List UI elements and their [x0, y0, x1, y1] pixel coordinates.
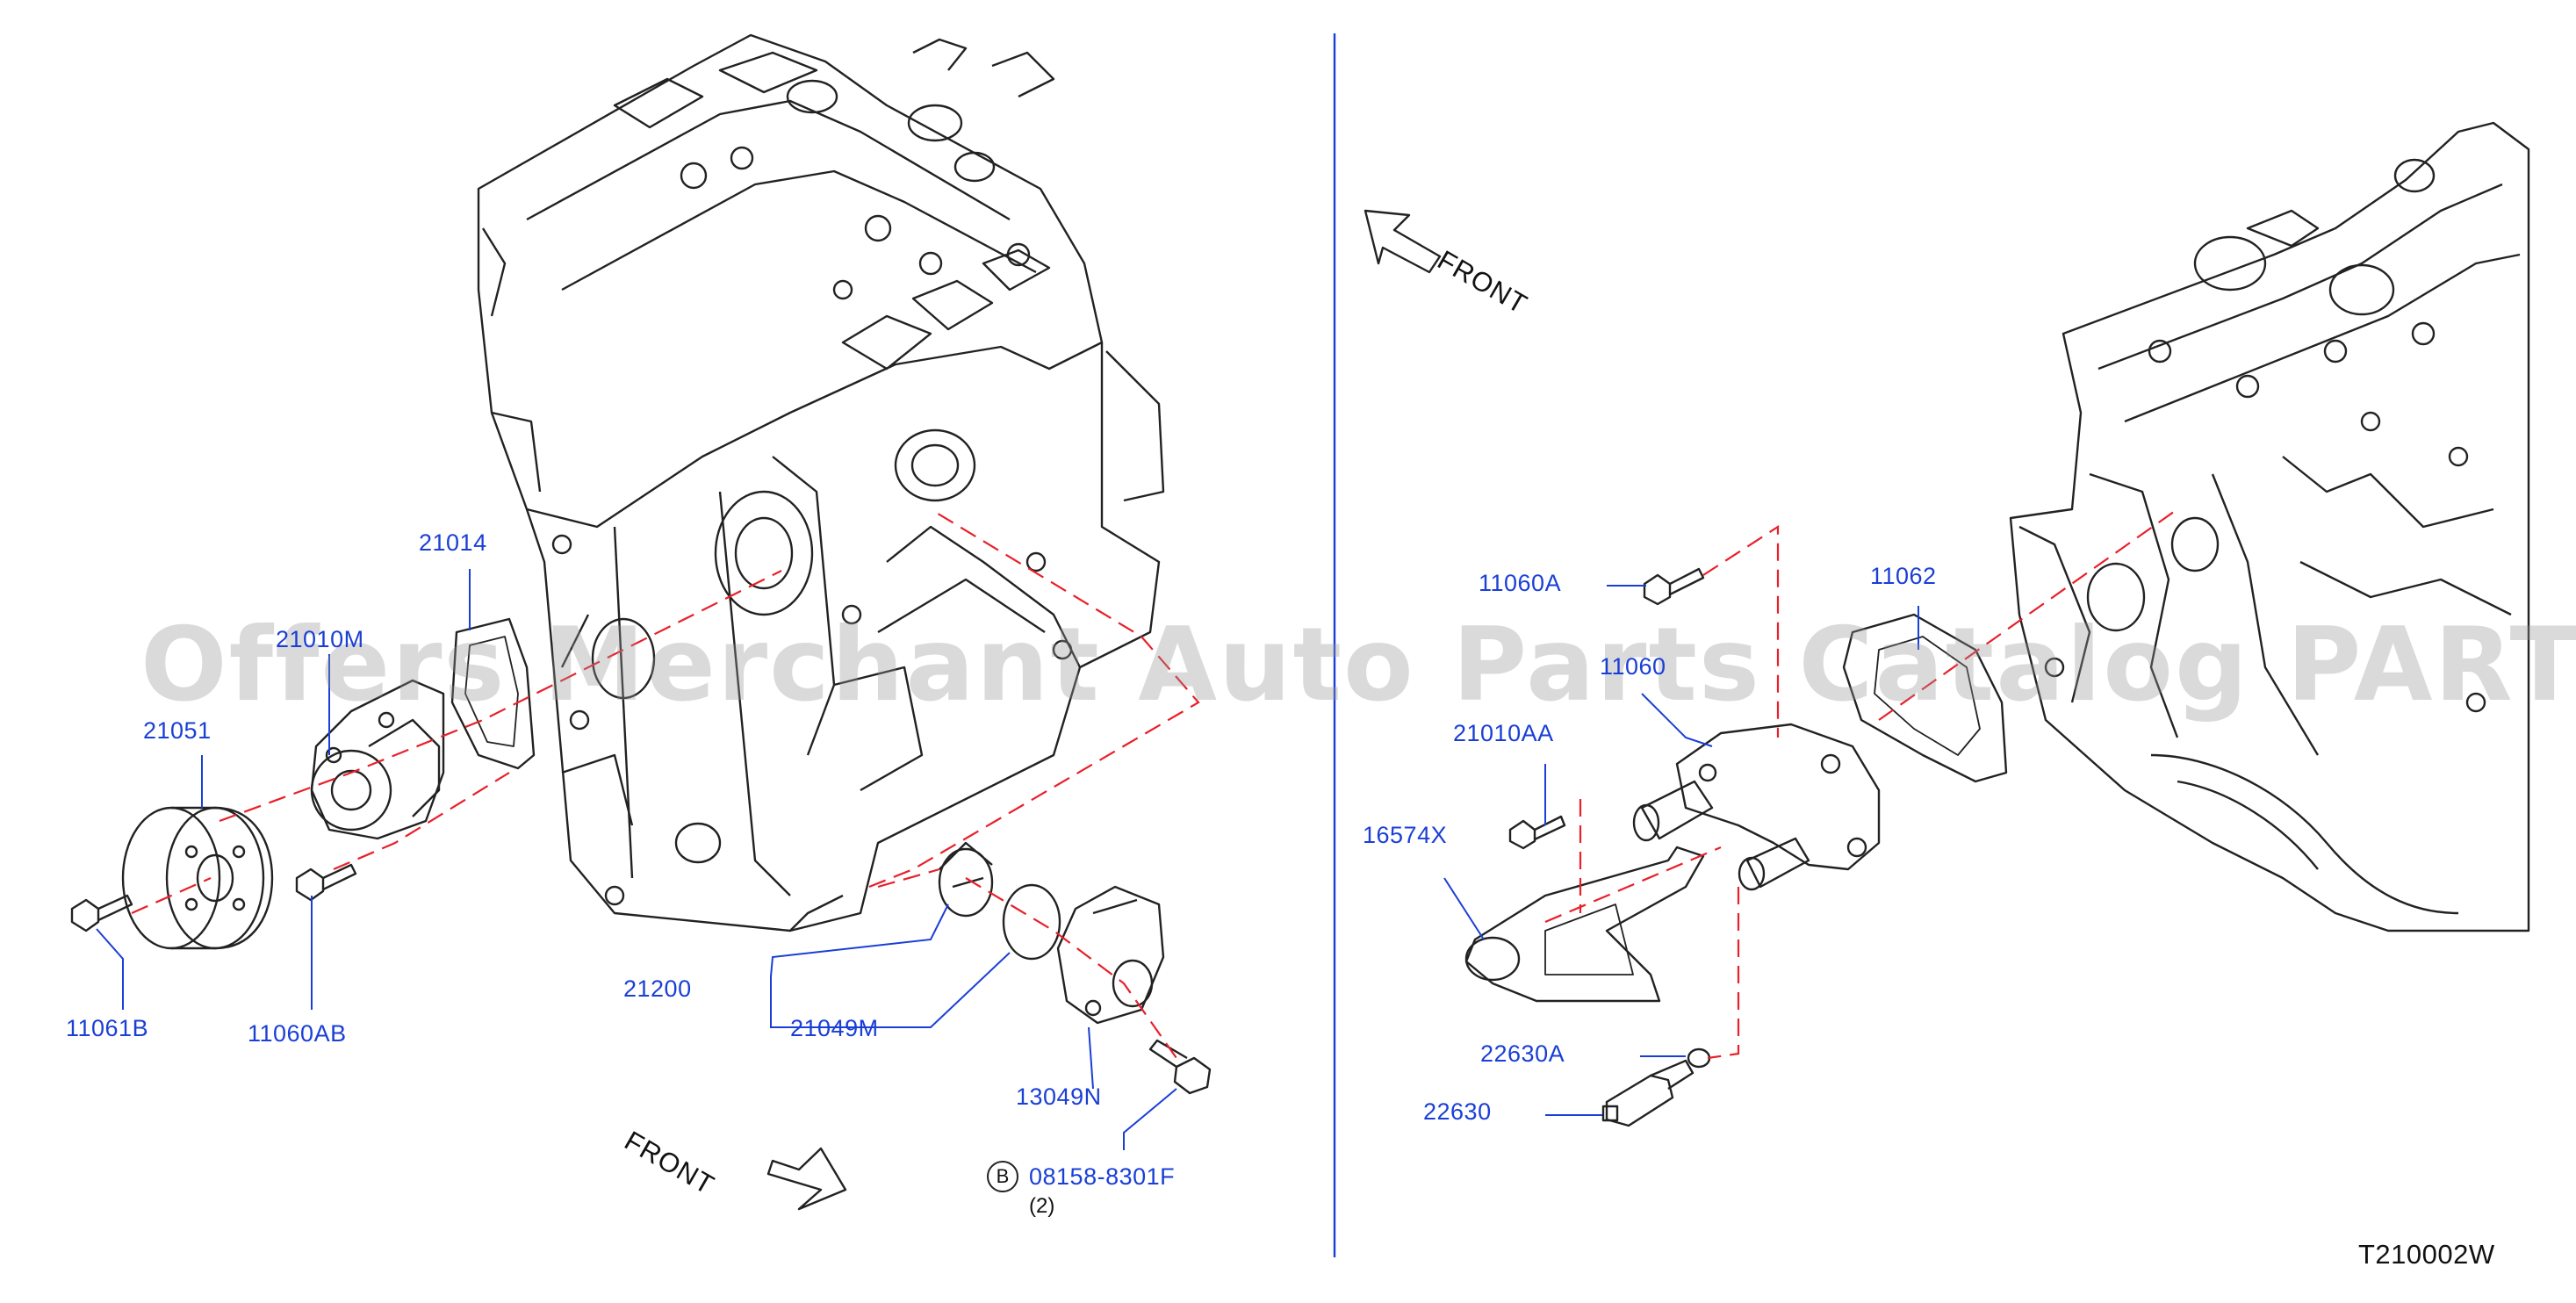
water-pump-gasket-21014: [450, 617, 536, 770]
o-ring-21049M: [1002, 883, 1061, 961]
marker-b: B: [987, 1161, 1018, 1192]
thermostat-21200: [938, 841, 994, 918]
part-label-21010M[interactable]: 21010M: [276, 626, 364, 652]
part-label-11060AB[interactable]: 11060AB: [248, 1020, 347, 1047]
bolt-11060AB: [295, 863, 357, 902]
pulley-21051: [121, 806, 274, 950]
bracket-16574X: [1464, 846, 1705, 1003]
part-label-13049N[interactable]: 13049N: [1016, 1083, 1102, 1110]
bolt-21010AA: [1508, 815, 1566, 850]
part-label-16574X[interactable]: 16574X: [1363, 822, 1448, 848]
quantity-08158-8301F: (2): [1029, 1194, 1055, 1218]
washer-22630A: [1687, 1047, 1711, 1069]
part-label-11060A[interactable]: 11060A: [1479, 570, 1562, 596]
bolt-08158-8301F: [1148, 1039, 1212, 1095]
thermostat-housing-13049N: [1056, 885, 1165, 1025]
bolt-11060A: [1643, 567, 1705, 606]
part-label-21014[interactable]: 21014: [419, 529, 487, 556]
part-label-11062[interactable]: 11062: [1870, 563, 1937, 589]
part-label-21010AA[interactable]: 21010AA: [1453, 720, 1554, 746]
part-label-22630A[interactable]: 22630A: [1480, 1040, 1565, 1067]
water-pump-21010M: [310, 679, 445, 840]
part-label-11060[interactable]: 11060: [1600, 653, 1666, 680]
right-engine-block: [2009, 121, 2530, 932]
part-label-21200[interactable]: 21200: [623, 975, 692, 1002]
part-label-21051[interactable]: 21051: [143, 717, 212, 744]
left-engine-block: [477, 33, 1165, 932]
gasket-11062: [1842, 613, 2008, 783]
diagram-code: T210002W: [2358, 1239, 2495, 1270]
alignment-lines: [131, 508, 2178, 1060]
part-label-21049M[interactable]: 21049M: [790, 1015, 879, 1041]
bolt-11061B: [70, 894, 133, 932]
part-label-08158-8301F[interactable]: 08158-8301F: [1029, 1163, 1176, 1190]
part-label-22630[interactable]: 22630: [1423, 1098, 1492, 1125]
water-outlet-11060: [1632, 723, 1881, 891]
front-arrow-left-icon: [766, 1147, 847, 1211]
leader-lines: [96, 569, 1919, 1150]
temp-sensor-22630: [1601, 1059, 1695, 1127]
front-arrow-right-icon: [1364, 209, 1442, 274]
part-label-11061B[interactable]: 11061B: [66, 1015, 149, 1041]
